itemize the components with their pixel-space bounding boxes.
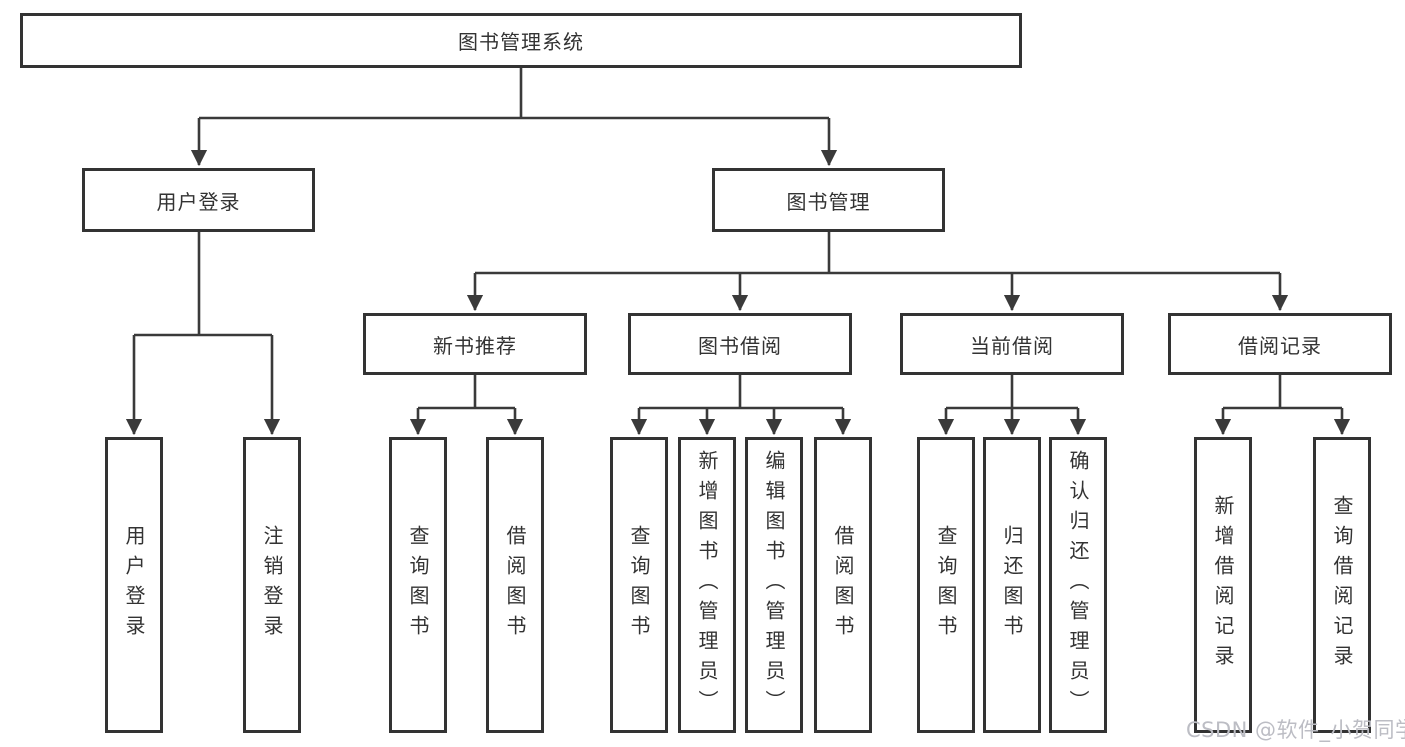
node-query-borrow-record: 查询借阅记录	[1313, 437, 1371, 733]
node-query-borrow-record-label: 查询借阅记录	[1330, 495, 1354, 675]
node-borrow-books-borrowing-label: 借阅图书	[831, 525, 855, 645]
node-confirm-return-admin: 确认归还（管理员）	[1049, 437, 1107, 733]
node-borrowing-records-label: 借阅记录	[1238, 333, 1322, 358]
node-current-borrowing-label: 当前借阅	[970, 333, 1054, 358]
node-user-login-leaf-label: 用户登录	[122, 525, 146, 645]
node-confirm-return-admin-label: 确认归还（管理员）	[1066, 450, 1090, 720]
node-book-management: 图书管理	[712, 168, 945, 232]
node-add-borrow-record-label: 新增借阅记录	[1211, 495, 1235, 675]
node-query-books-borrowing-label: 查询图书	[627, 525, 651, 645]
node-add-book-admin-label: 新增图书（管理员）	[695, 450, 719, 720]
node-borrow-books-recommend-label: 借阅图书	[503, 525, 527, 645]
node-root-label: 图书管理系统	[458, 30, 584, 54]
node-edit-book-admin-label: 编辑图书（管理员）	[762, 450, 786, 720]
node-logout-label: 注销登录	[260, 525, 284, 645]
node-add-book-admin: 新增图书（管理员）	[678, 437, 736, 733]
node-user-login-label: 用户登录	[156, 189, 241, 214]
node-book-borrowing-label: 图书借阅	[698, 333, 782, 358]
node-borrow-books-borrowing: 借阅图书	[814, 437, 872, 733]
node-edit-book-admin: 编辑图书（管理员）	[745, 437, 803, 733]
node-current-borrowing: 当前借阅	[900, 313, 1124, 375]
node-query-books-borrowing: 查询图书	[610, 437, 668, 733]
node-return-book: 归还图书	[983, 437, 1041, 733]
node-query-books-recommend: 查询图书	[389, 437, 447, 733]
node-borrowing-records: 借阅记录	[1168, 313, 1392, 375]
watermark: CSDN @软件_小贺同学	[1186, 718, 1405, 742]
node-new-book-recommendation-label: 新书推荐	[433, 333, 517, 358]
node-user-login-leaf: 用户登录	[105, 437, 163, 733]
node-root: 图书管理系统	[20, 13, 1022, 68]
node-add-borrow-record: 新增借阅记录	[1194, 437, 1252, 733]
node-user-login: 用户登录	[82, 168, 315, 232]
node-return-book-label: 归还图书	[1000, 525, 1024, 645]
node-query-books-current: 查询图书	[917, 437, 975, 733]
node-query-books-current-label: 查询图书	[934, 525, 958, 645]
node-query-books-recommend-label: 查询图书	[406, 525, 430, 645]
node-logout: 注销登录	[243, 437, 301, 733]
node-borrow-books-recommend: 借阅图书	[486, 437, 544, 733]
node-book-management-label: 图书管理	[786, 189, 871, 214]
node-new-book-recommendation: 新书推荐	[363, 313, 587, 375]
node-book-borrowing: 图书借阅	[628, 313, 852, 375]
